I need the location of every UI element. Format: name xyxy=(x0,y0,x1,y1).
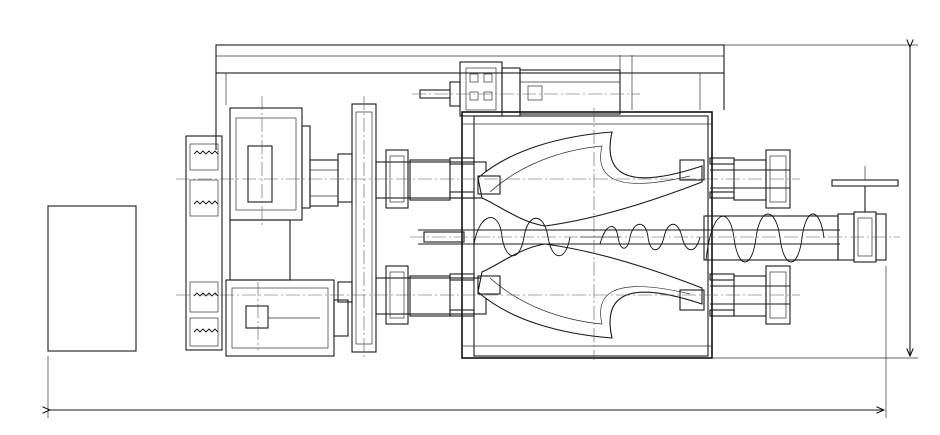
coupling-left xyxy=(185,135,223,351)
motor-lower xyxy=(225,219,349,357)
dimension-height xyxy=(712,45,918,359)
motor-upper xyxy=(229,107,339,221)
coupling-disc xyxy=(337,103,377,353)
screw-conveyor xyxy=(418,213,840,263)
mixing-blade-lower xyxy=(477,243,705,339)
centre-lines xyxy=(176,96,900,360)
gear-unit xyxy=(412,61,640,117)
dimension-width xyxy=(48,266,887,418)
discharge-valve xyxy=(831,166,899,263)
control-cabinet xyxy=(47,205,137,352)
mixing-tank xyxy=(461,111,713,359)
